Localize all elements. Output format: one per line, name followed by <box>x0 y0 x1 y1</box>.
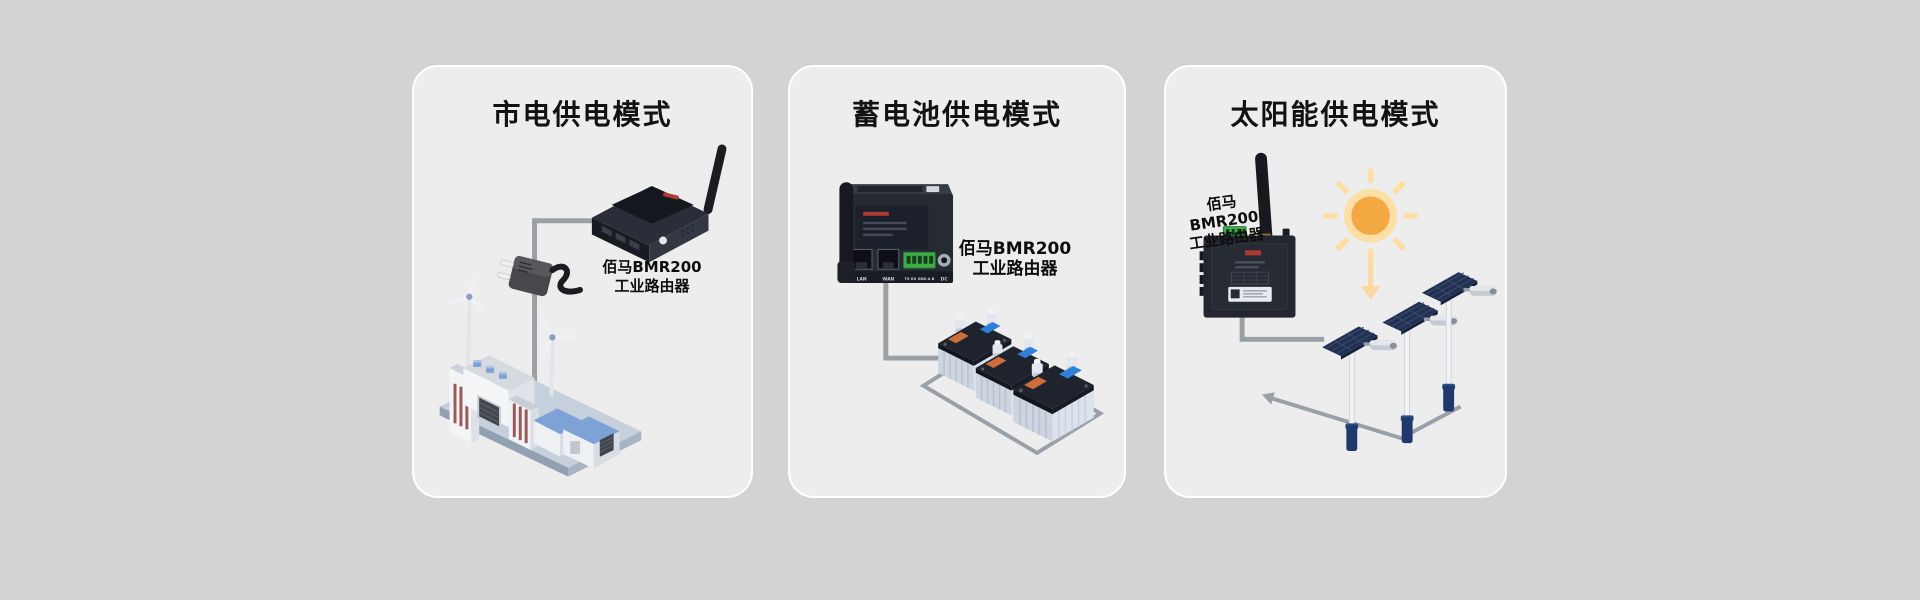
device-label-line2: 工业路由器 <box>972 259 1058 280</box>
battery-illustration: LAN WAN TX RX GND A B DC <box>837 182 1105 456</box>
solar-illustration <box>1199 152 1498 451</box>
factory-warehouse <box>563 416 620 469</box>
device-label: 佰马BMR200 工业路由器 <box>572 258 732 296</box>
port-label-dc: DC <box>941 277 948 283</box>
antenna-icon <box>703 144 727 215</box>
antenna-icon <box>1255 152 1273 242</box>
solar-router <box>1199 152 1296 318</box>
street-light-icon <box>1381 301 1459 444</box>
street-light-icon <box>1321 325 1398 451</box>
wire-factory-to-router <box>532 218 602 384</box>
port-label-serial: TX RX GND A B <box>905 277 935 281</box>
factory-illustration <box>439 276 642 477</box>
port-label-lan: LAN <box>857 277 867 283</box>
router-isometric <box>591 144 727 263</box>
card-battery-power: LAN WAN TX RX GND A B DC 蓄电池供电模式 佰马BMR20… <box>788 65 1126 498</box>
ethernet-ports <box>850 248 900 270</box>
dc-jack <box>937 253 951 267</box>
sun-icon <box>1323 168 1419 264</box>
wind-turbine-icon <box>448 276 486 366</box>
battery-bank-illustration <box>937 308 1095 443</box>
card-mains-power: 市电供电模式 佰马BMR200 工业路由器 <box>412 65 753 498</box>
street-light-icon <box>1421 271 1498 412</box>
card-title: 市电供电模式 <box>492 98 673 131</box>
card-solar-power: 太阳能供电模式 佰马BMR200 工业路由器 <box>1164 65 1507 498</box>
wind-turbine-icon <box>540 318 574 396</box>
device-label-line1: 佰马BMR200 <box>958 239 1072 259</box>
card-title: 太阳能供电模式 <box>1230 98 1441 131</box>
device-label-line2: 工业路由器 <box>614 276 690 295</box>
mains-illustration <box>439 144 727 477</box>
down-arrow-icon <box>1360 260 1381 300</box>
terminal-block <box>903 251 936 269</box>
ground-wiring <box>1261 392 1462 441</box>
power-plug-icon <box>497 256 583 297</box>
wire-solar-to-router <box>1239 314 1325 342</box>
power-cable <box>549 263 583 295</box>
card-title: 蓄电池供电模式 <box>851 98 1062 131</box>
device-label-line1: 佰马BMR200 <box>602 258 702 276</box>
port-label-wan: WAN <box>882 277 894 283</box>
wire-battery-to-router <box>883 279 941 361</box>
antenna-icon <box>839 182 854 282</box>
router-front: LAN WAN TX RX GND A B DC <box>837 182 954 283</box>
device-label: 佰马BMR200 工业路由器 <box>940 239 1090 280</box>
